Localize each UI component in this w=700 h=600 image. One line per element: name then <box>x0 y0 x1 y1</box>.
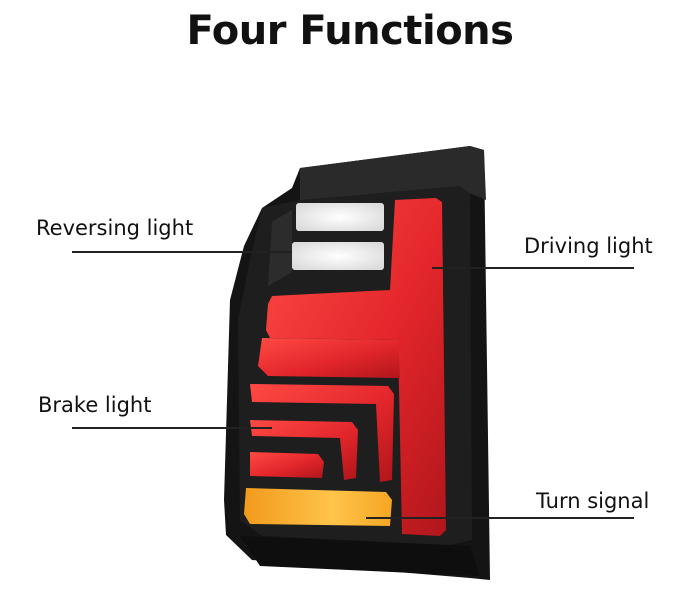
turn-signal-label: Turn signal <box>536 489 650 513</box>
driving-light-lens <box>266 198 446 536</box>
reversing-light-upper <box>296 203 384 231</box>
turn-signal-lens <box>244 488 392 526</box>
driving-light-label: Driving light <box>524 234 653 258</box>
reversing-light-label: Reversing light <box>36 216 194 240</box>
middle-red-lens <box>258 338 400 378</box>
brake-light-inner <box>250 452 324 478</box>
brake-light-middle <box>250 420 358 480</box>
brake-light-label: Brake light <box>38 393 152 417</box>
brake-light-outer <box>250 384 394 482</box>
reversing-light-lower <box>292 242 384 270</box>
page-title: Four Functions <box>186 8 514 54</box>
